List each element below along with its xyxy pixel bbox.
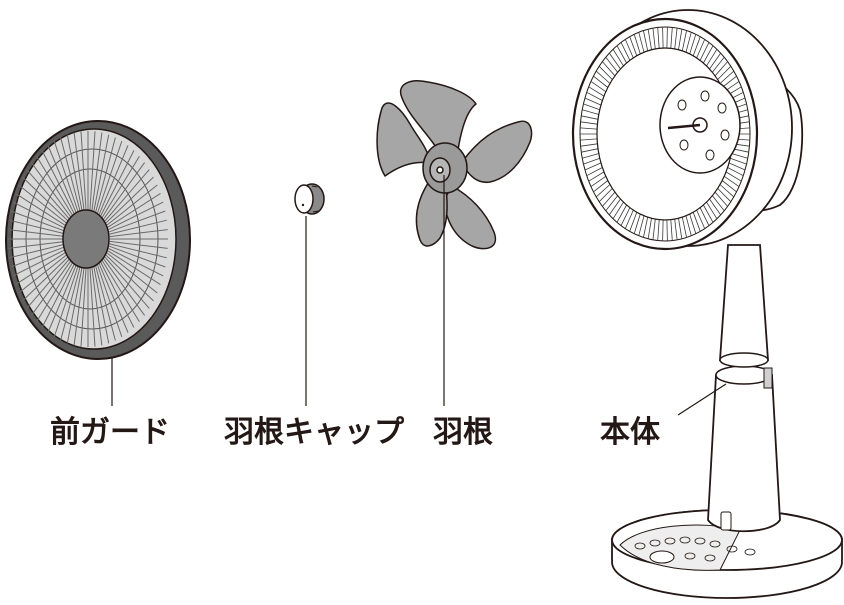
blade-cap-illustration — [294, 183, 325, 406]
blade-illustration — [376, 80, 533, 250]
front-guard-label: 前ガード — [50, 415, 170, 450]
body-label: 本体 — [600, 415, 660, 450]
front-guard-illustration — [5, 120, 191, 406]
body-illustration — [571, 9, 843, 599]
guard-spokes — [8, 131, 168, 347]
blade-cap-label: 羽根キャップ — [224, 415, 404, 450]
blade-label: 羽根 — [433, 415, 493, 450]
